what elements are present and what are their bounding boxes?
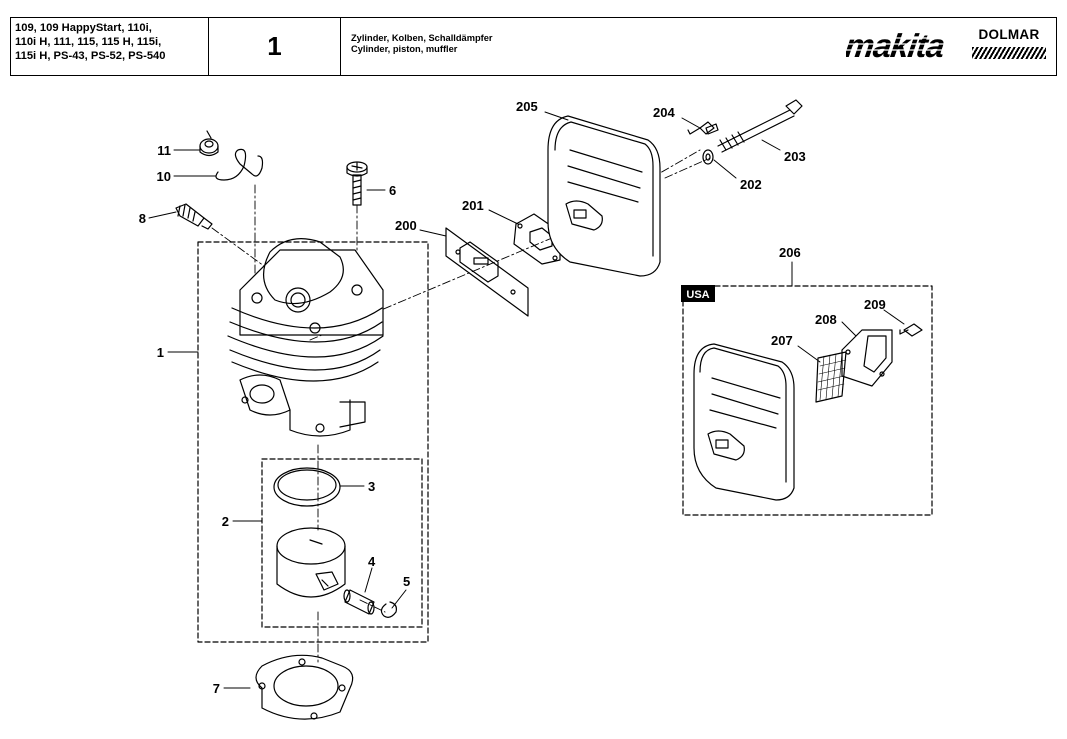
leader-lines bbox=[148, 111, 905, 689]
usa-muffler-box bbox=[682, 285, 933, 516]
piston-pin-part bbox=[343, 589, 375, 615]
dolmar-logo: DOLMAR bbox=[968, 23, 1050, 67]
model-line: 115i H, PS-43, PS-52, PS-540 bbox=[15, 50, 166, 62]
part-number-label: 6 bbox=[389, 183, 396, 198]
part-number-label: 4 bbox=[368, 554, 376, 569]
part-number-label: 206 bbox=[779, 245, 801, 260]
long-bolt-part bbox=[717, 99, 803, 153]
part-number-label: 3 bbox=[368, 479, 375, 494]
dolmar-stripes bbox=[972, 47, 1046, 59]
section-title: Zylinder, Kolben, Schalldämpfer Cylinder… bbox=[341, 18, 1058, 75]
piston-ring-part bbox=[273, 467, 341, 507]
title-english: Cylinder, piston, muffler bbox=[351, 44, 458, 54]
part-number-label: 202 bbox=[740, 177, 762, 192]
wire-spring-part bbox=[215, 148, 264, 181]
part-number-label: 207 bbox=[771, 333, 793, 348]
base-gasket-part bbox=[255, 654, 354, 720]
part-number-label: 200 bbox=[395, 218, 417, 233]
makita-logo: makita bbox=[843, 26, 958, 65]
spark-screen-part bbox=[815, 351, 847, 403]
title-german: Zylinder, Kolben, Schalldämpfer bbox=[351, 33, 493, 43]
part-number-label: 209 bbox=[864, 297, 886, 312]
muffler-gasket-part bbox=[513, 213, 561, 265]
part-number-label: 10 bbox=[157, 169, 171, 184]
part-number-label: 8 bbox=[139, 211, 146, 226]
screw-part bbox=[346, 161, 368, 206]
muffler-bolt-part bbox=[687, 121, 719, 135]
cylinder-part bbox=[227, 238, 384, 437]
dolmar-logo-text: DOLMAR bbox=[978, 27, 1040, 42]
grommet-part bbox=[199, 130, 219, 157]
page-number: 1 bbox=[209, 18, 341, 75]
makita-logo-text: makita bbox=[846, 28, 947, 64]
model-line: 110i H, 111, 115, 115 H, 115i, bbox=[15, 36, 162, 48]
part-number-label: 2 bbox=[222, 514, 229, 529]
usa-tag-label: USA bbox=[686, 289, 709, 301]
decompression-valve-part bbox=[175, 203, 213, 230]
header-block: 109, 109 HappyStart, 110i, 110i H, 111, … bbox=[10, 17, 1057, 76]
circlip-part bbox=[380, 601, 397, 618]
screen-screw-part bbox=[899, 323, 923, 337]
part-number-label: 205 bbox=[516, 99, 538, 114]
part-number-label: 208 bbox=[815, 312, 837, 327]
part-number-label: 201 bbox=[462, 198, 484, 213]
screen-cover-part bbox=[841, 329, 893, 387]
usa-tag bbox=[681, 285, 715, 302]
cylinder-assembly-box bbox=[197, 241, 429, 643]
part-number-label: 7 bbox=[213, 681, 220, 696]
muffler-part bbox=[547, 115, 661, 277]
model-list: 109, 109 HappyStart, 110i, 110i H, 111, … bbox=[11, 18, 209, 75]
usa-muffler-part bbox=[693, 343, 795, 501]
piston-part bbox=[276, 527, 346, 598]
part-number-label: 5 bbox=[403, 574, 410, 589]
part-number-label: 11 bbox=[157, 143, 171, 158]
model-line: 109, 109 HappyStart, 110i, bbox=[15, 22, 152, 34]
part-number-label: 1 bbox=[157, 345, 164, 360]
part-number-label: 203 bbox=[784, 149, 806, 164]
washer-part bbox=[702, 149, 714, 165]
piston-assembly-box bbox=[261, 458, 423, 628]
part-number-label: 204 bbox=[653, 105, 675, 120]
exhaust-gasket-plate-part bbox=[445, 227, 529, 317]
part-labels: 11 10 8 6 1 2 3 4 5 7 200 201 205 204 20… bbox=[139, 99, 886, 696]
